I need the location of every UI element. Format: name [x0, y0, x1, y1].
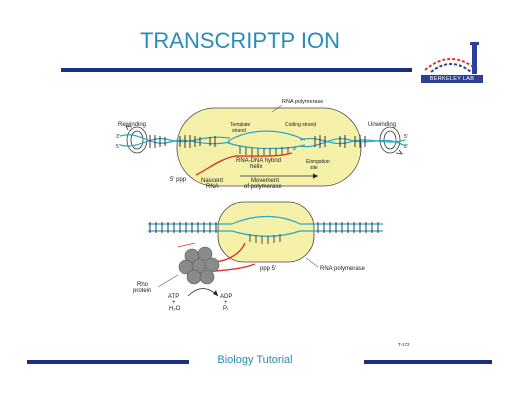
- atp-label-2: +: [172, 300, 176, 306]
- rna-polymerase-label: RNA polymerase: [282, 99, 323, 105]
- footer-bar-right: [364, 360, 492, 364]
- adp-label-2: +: [224, 300, 228, 306]
- end-3-left: 3′: [116, 134, 120, 140]
- rewinding-coil: [125, 125, 148, 154]
- adp-label-1: ADP: [220, 294, 232, 300]
- bottom-diagram: Rho protein ppp 5′ RNA polymerase ATP + …: [133, 201, 410, 347]
- five-ppp-label: 5′ ppp: [170, 177, 187, 183]
- atp-label-3: H₂O: [169, 306, 181, 312]
- hybrid-label-2: helix: [250, 164, 262, 170]
- figure-code: T-172: [398, 342, 410, 347]
- nascent-rna-label-2: RNA: [206, 184, 219, 190]
- rna-polymerase-body: [176, 107, 362, 187]
- nascent-rna-label-1: Nascent: [201, 178, 223, 184]
- end-5-left: 5′: [116, 144, 120, 150]
- dna-left-segment: [119, 134, 231, 148]
- dna-right-segment: [299, 135, 406, 148]
- berkeley-lab-logo: [424, 42, 479, 74]
- elongation-label-2: site: [310, 165, 318, 171]
- elongation-label-1: Elongation: [306, 159, 330, 165]
- dna-bottom-rungs: [149, 222, 379, 233]
- movement-label-1: Movement: [251, 178, 279, 184]
- movement-label-2: of polymerase: [244, 184, 282, 190]
- hydrolysis-arrow: [187, 288, 219, 297]
- rho-label-2: protein: [133, 288, 151, 294]
- template-strand: [227, 142, 306, 150]
- end-3-mid: 3′: [293, 146, 297, 151]
- hybrid-label-1: RNA-DNA hybrid: [236, 158, 281, 164]
- template-strand-label-1: Template: [230, 122, 251, 128]
- coding-strand-label: Coding strand: [285, 122, 316, 128]
- top-diagram: RNA polymerase Template strand Coding st…: [116, 99, 408, 190]
- rho-label-1: Rho: [137, 282, 149, 288]
- rewinding-label: Rewinding: [118, 122, 146, 128]
- end-5-right: 5′: [404, 134, 408, 140]
- rna-polymerase-body-2: [217, 201, 315, 263]
- adp-label-3: Pᵢ: [223, 306, 228, 312]
- coding-strand: [227, 130, 306, 142]
- logo-text: BERKELEY LAB: [421, 75, 483, 83]
- slide-title: TRANSCRIPTP ION: [139, 28, 341, 53]
- rho-protein: [178, 246, 220, 285]
- template-strand-label-2: strand: [232, 128, 246, 134]
- unwinding-label: Unwinding: [368, 122, 396, 128]
- end-3-right: 3′: [404, 144, 408, 150]
- rna-polymerase-label-2: RNA polymerase: [320, 266, 366, 272]
- nascent-rna: [195, 152, 293, 176]
- footer-bar-left: [27, 360, 189, 364]
- footer-text: Biology Tutorial: [217, 354, 293, 366]
- ppp5-label: ppp 5′: [260, 266, 277, 272]
- title-underline: [61, 68, 412, 72]
- atp-label-1: ATP: [168, 294, 179, 300]
